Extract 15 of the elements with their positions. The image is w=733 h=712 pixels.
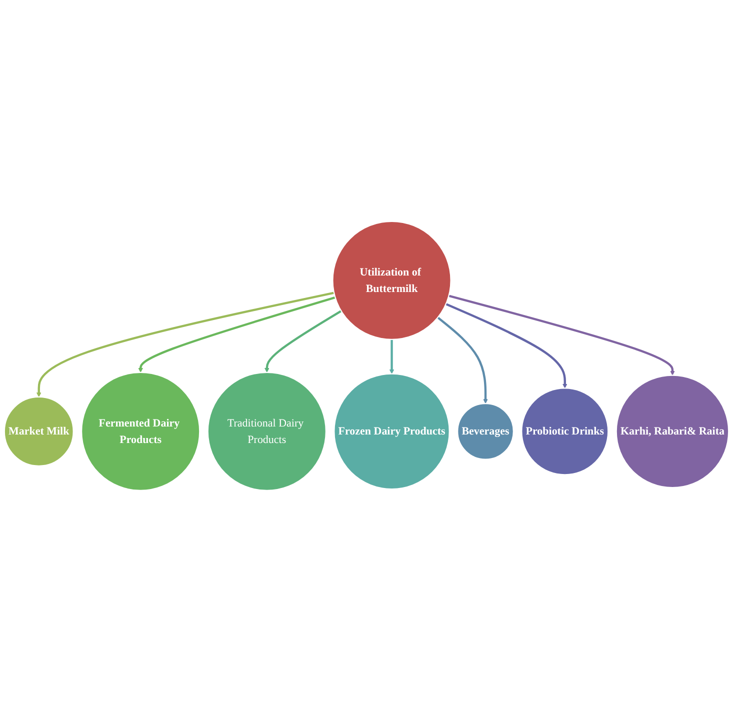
node-circle: Beverages: [457, 403, 514, 460]
node-circle: Probiotic Drinks: [521, 388, 609, 476]
arrow: [36, 292, 334, 398]
arrow: [448, 294, 675, 376]
node-circle: Traditional Dairy Products: [207, 372, 326, 492]
arrow: [437, 316, 488, 404]
node-circle: Karhi, Rabari& Raita: [616, 374, 730, 488]
node-circle: Market Milk: [4, 396, 74, 467]
node-circle: Utilization of Buttermilk: [332, 220, 452, 340]
node-circle: Frozen Dairy Products: [334, 373, 450, 490]
arrow: [138, 296, 336, 373]
arrow: [445, 303, 568, 388]
arrow: [264, 310, 342, 373]
node-circle: Fermented Dairy Products: [81, 372, 200, 492]
arrow: [389, 340, 394, 374]
